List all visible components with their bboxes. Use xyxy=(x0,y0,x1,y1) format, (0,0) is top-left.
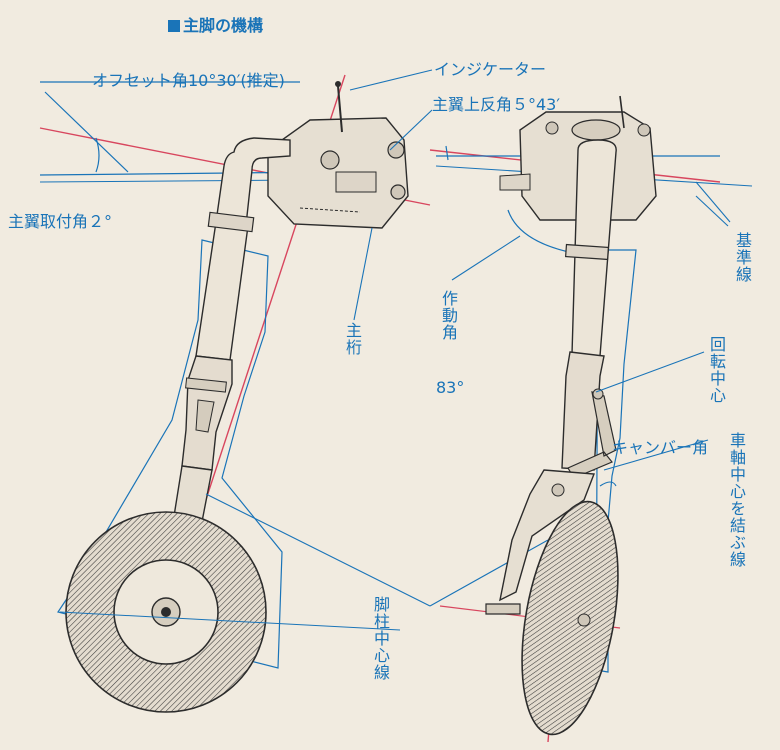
front-wheel-tire xyxy=(521,500,619,736)
label-axle-center-line: 車軸中心を結ぶ線 xyxy=(727,432,746,568)
label-dihedral: 主翼上反角５°43′ xyxy=(432,95,560,114)
side-strut xyxy=(195,221,249,361)
strut-center-connector xyxy=(205,493,431,607)
offset-angle-arc xyxy=(95,137,100,173)
incidence-angle-line xyxy=(39,179,301,183)
label-main-spar: 主桁 xyxy=(343,322,362,356)
front-view xyxy=(59,95,753,743)
dihedral-angle-mark xyxy=(445,145,449,161)
label-camber-angle: キャンバー角 xyxy=(612,438,709,457)
side-indicator-rod xyxy=(337,85,343,133)
offset-angle-line xyxy=(44,91,129,173)
page-title: 主脚の機構 xyxy=(168,12,263,36)
label-camber-angle-line1: キャンバー角 xyxy=(612,440,708,456)
front-fork xyxy=(499,469,595,602)
label-pivot-center: 回転中心 xyxy=(707,336,726,404)
label-incidence: 主翼取付角２° xyxy=(8,212,113,231)
label-actuation-angle: 作動角 xyxy=(439,290,458,341)
side-swing-envelope xyxy=(57,239,283,669)
title-square-icon xyxy=(168,20,180,32)
label-reference-line: 基準線 xyxy=(733,232,752,283)
label-actuation-angle-value: 83° xyxy=(436,378,465,397)
title-text: 主脚の機構 xyxy=(183,16,264,35)
label-indicator: インジケーター xyxy=(434,60,547,79)
label-strut-center-line: 脚柱中心線 xyxy=(371,596,390,681)
side-view xyxy=(39,69,433,713)
side-strut-elbow xyxy=(215,137,291,226)
label-offset-angle: オフセット角10°30′(推定) xyxy=(92,71,285,90)
